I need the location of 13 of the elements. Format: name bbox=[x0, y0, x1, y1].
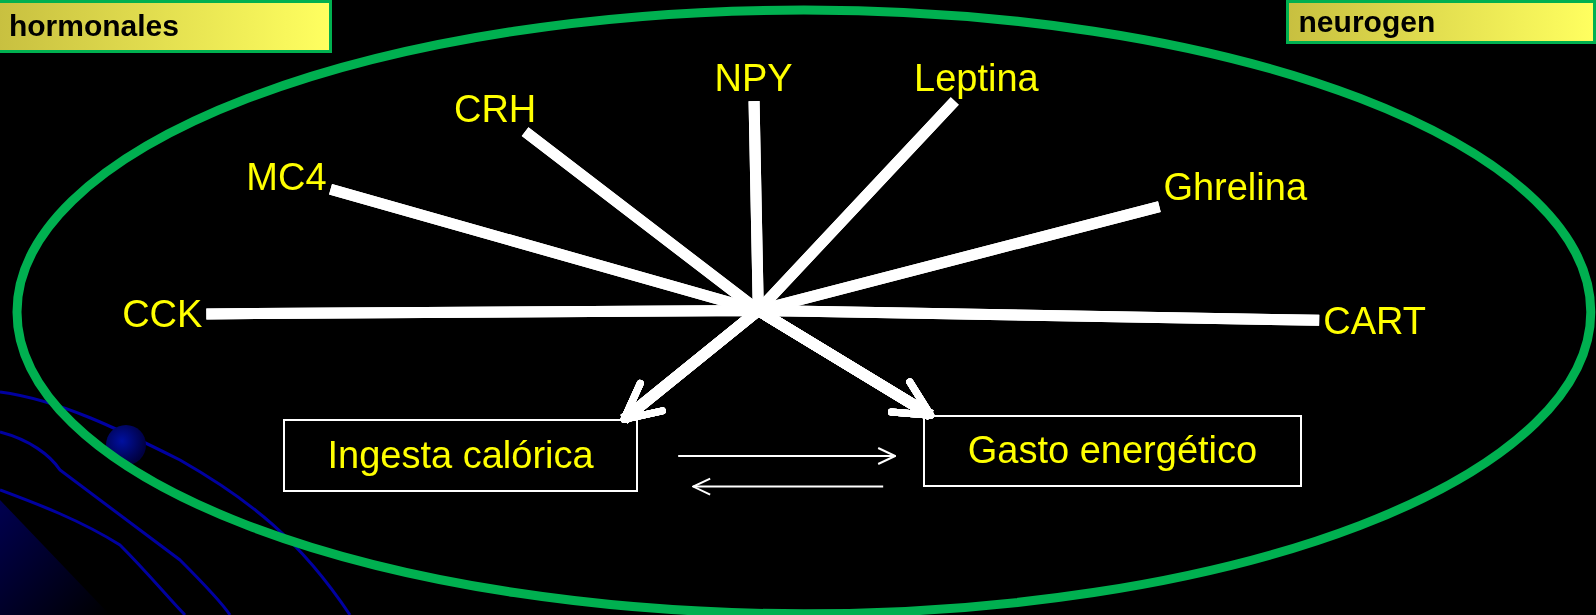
process-box: Gasto energético bbox=[923, 415, 1302, 487]
signal-label: MC4 bbox=[246, 157, 327, 196]
signal-label: CCK bbox=[122, 295, 203, 334]
signal-label: CRH bbox=[453, 89, 537, 128]
signal-label: Ghrelina bbox=[1163, 167, 1308, 206]
category-box: neurogen bbox=[1285, 0, 1596, 44]
signal-label: NPY bbox=[714, 59, 793, 97]
category-box: hormonales bbox=[0, 0, 332, 53]
signal-label: Leptina bbox=[914, 59, 1039, 97]
thin-arrow bbox=[677, 447, 897, 465]
process-box: Ingesta calórica bbox=[282, 419, 639, 492]
signal-label: CART bbox=[1323, 302, 1426, 341]
thin-arrow bbox=[692, 477, 885, 496]
